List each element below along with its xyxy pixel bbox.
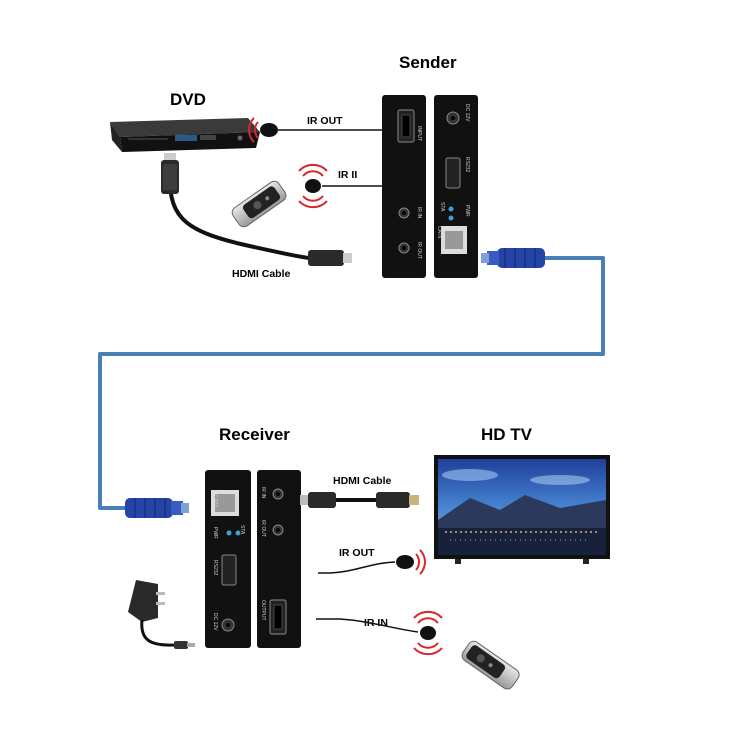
hdmi-cable-receiver: [300, 492, 419, 508]
receiver-device: CAT6 STA PWR RS232 DC 12V IR IN IR OUT O…: [205, 470, 301, 648]
rj45-connector-receiver: [125, 498, 189, 518]
dvd-player: [110, 118, 260, 152]
receiver-ir-out-label: IR OUT: [339, 547, 375, 559]
sender-sta-label: STA: [439, 202, 445, 212]
hdmi-cable-sender: [167, 167, 311, 260]
hdmi-plug-sender: [308, 250, 352, 266]
power-adapter: [128, 580, 195, 649]
hd-tv: [434, 455, 610, 564]
receiver-sta-label: STA: [239, 525, 245, 535]
receiver-ir-out-port-label: IR OUT: [260, 520, 266, 537]
ir-emitter-receiver: [396, 549, 426, 575]
sender-title: Sender: [399, 53, 457, 72]
sender-ir-out-label: IR OUT: [307, 115, 343, 127]
receiver-ir-in-port-label: IR IN: [260, 487, 266, 499]
receiver-rs232-label: RS232: [212, 560, 218, 576]
remote-control-sender: [231, 180, 287, 228]
sender-hdmi-cable-label: HDMI Cable: [232, 268, 291, 280]
remote-control-receiver: [461, 640, 520, 690]
receiver-output-label: OUTPUT: [260, 600, 266, 621]
ir-receiver-receiver: [413, 610, 443, 656]
sender-pwr-label: PWR: [464, 205, 470, 217]
receiver-pwr-label: PWR: [212, 527, 218, 539]
sender-ir-out-port-label: IR OUT: [416, 242, 422, 259]
ir-emitter-sender: [248, 117, 278, 143]
receiver-cat6-label: CAT6: [212, 495, 218, 508]
receiver-hdmi-cable-label: HDMI Cable: [333, 475, 392, 487]
cat6-cable: [98, 256, 605, 510]
dvd-title: DVD: [170, 90, 206, 109]
receiver-dc-label: DC 12V: [212, 613, 218, 631]
rj45-connector-sender: [481, 248, 545, 268]
hdmi-plug-dvd: [161, 153, 179, 194]
sender-cat6-label: CAT6: [436, 226, 442, 239]
receiver-title: Receiver: [219, 425, 290, 444]
sender-rs232-label: RS232: [464, 157, 470, 173]
sender-dc-label: DC 12V: [464, 104, 470, 122]
tv-title: HD TV: [481, 425, 532, 444]
sender-ir-in-label: IR II: [338, 169, 358, 181]
sender-ir-in-port-label: IR IN: [416, 207, 422, 219]
sender-input-label: INPUT: [416, 126, 422, 141]
receiver-ir-in-label: IR IN: [364, 617, 388, 629]
sender-device: INPUT IR IN IR OUT DC 12V RS232 STA PWR …: [382, 95, 478, 278]
ir-receiver-sender: [298, 163, 328, 209]
